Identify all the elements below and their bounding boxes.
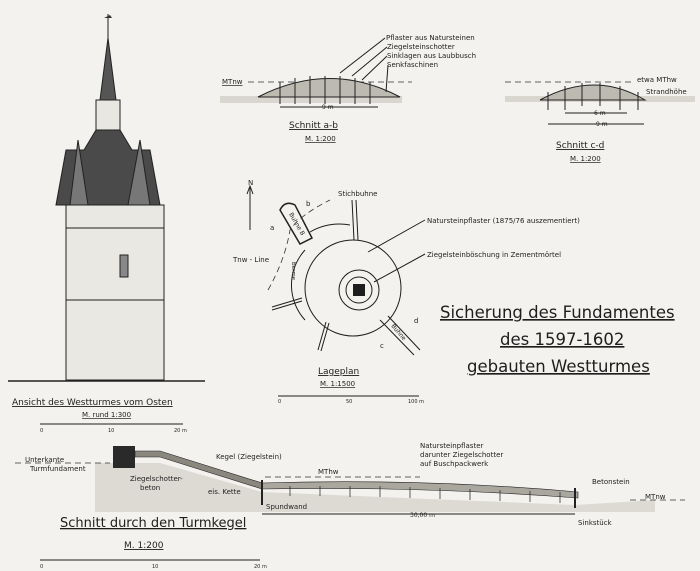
length-dimension: 30,00 m: [410, 512, 435, 519]
beton-label: beton: [140, 484, 160, 492]
groyne-cd: [379, 315, 421, 356]
tower-scale: M. rund 1:300: [82, 411, 131, 419]
turmfundament-label: Turmfundament: [29, 465, 86, 473]
soil-fill: [95, 463, 655, 512]
tower-caption: Ansicht des Westturmes vom Osten: [12, 398, 173, 408]
scale-tick: 10: [108, 428, 114, 434]
scale-tick: 0: [278, 399, 281, 405]
betonstein-label: Betonstein: [592, 478, 630, 486]
ziegelschotter-label: Ziegelschotter-: [130, 475, 183, 483]
foundation-circle: [304, 239, 402, 337]
beach-level-label: Strandhöhe: [646, 88, 687, 96]
width-dimension: 9 m: [322, 104, 334, 111]
pavement-label: Natursteinpflaster (1875/76 auszementier…: [427, 217, 580, 225]
title-block: Sicherung des Fundamentes des 1597-1602 …: [440, 303, 675, 376]
cone-section: Unterkante Turmfundament Ziegelschotter-…: [15, 442, 685, 570]
layer-label: Senkfaschinen: [387, 61, 438, 69]
mound: [539, 84, 647, 101]
cut-b-label: b: [306, 200, 311, 208]
stichbuhne-label: Stichbuhne: [338, 190, 377, 198]
sinkstueck-label: Sinkstück: [578, 519, 613, 527]
weathervane-icon: [104, 15, 112, 18]
scale-tick: 50: [346, 399, 352, 405]
layer-label: Sinklagen aus Laubbusch: [387, 52, 476, 60]
cone-section-scale: M. 1:200: [124, 541, 164, 551]
layer-label: Ziegelsteinschotter: [387, 43, 455, 51]
pavement-label-3: auf Buschpackwerk: [420, 460, 489, 468]
section-c-d: etwa MThw Strandhöhe 6 m 9 m Schnitt c-d…: [505, 76, 695, 163]
tower-foundation: [113, 446, 135, 468]
kegel-label: Kegel (Ziegelstein): [216, 453, 282, 461]
scale-tick: 20 m: [254, 564, 267, 570]
pavement-label-2: darunter Ziegelschotter: [420, 451, 503, 459]
scale-tick: 0: [40, 564, 43, 570]
berme-label: Berme: [290, 262, 296, 281]
cone-section-caption: Schnitt durch den Turmkegel: [60, 516, 246, 531]
cut-c-label: c: [380, 342, 384, 350]
inner-width-dimension: 6 m: [594, 110, 606, 117]
tower-window: [119, 254, 129, 278]
section-a-b: MTnw 9 m Pflaster aus Natursteinen Ziege…: [220, 34, 476, 143]
cut-a-label: a: [270, 224, 274, 232]
layer-label: Pflaster aus Natursteinen: [386, 34, 475, 42]
tnw-line-label: Tnw - Line: [232, 256, 269, 264]
tower-footprint: [353, 284, 365, 296]
cut-d-label: d: [414, 317, 418, 325]
unterkante-label: Unterkante: [25, 456, 64, 464]
scale-tick: 0: [40, 428, 43, 434]
tower-elevation: Ansicht des Westturmes vom Osten M. rund…: [8, 14, 205, 434]
scale-tick: 20 m: [174, 428, 187, 434]
spire: [99, 37, 117, 101]
section-ab-caption: Schnitt a-b: [289, 121, 338, 131]
site-plan-caption: Lageplan: [318, 367, 359, 377]
title-line-1: Sicherung des Fundamentes: [440, 303, 675, 322]
groyne-b-label: Buhne B: [287, 212, 306, 237]
scale-tick: 10: [152, 564, 158, 570]
stichbuhne: [351, 199, 359, 241]
brick-slope-ring: [338, 269, 380, 311]
mound: [257, 78, 401, 98]
scale-tick: 100 m: [408, 399, 424, 405]
spire-base: [95, 99, 121, 131]
ground-hatch: [220, 96, 402, 103]
mthw-label: MThw: [318, 468, 339, 476]
water-level-label: MTnw: [222, 78, 243, 86]
section-cd-caption: Schnitt c-d: [556, 141, 604, 151]
section-cd-scale: M. 1:200: [570, 155, 601, 163]
title-line-3: gebauten Westturmes: [467, 357, 650, 376]
chain-label: eis. Kette: [208, 488, 241, 496]
north-label: N: [248, 179, 253, 187]
tower-body: [65, 204, 165, 381]
water-level-label: etwa MThw: [637, 76, 677, 84]
brick-slope-label: Ziegelsteinböschung in Zementmörtel: [427, 251, 561, 259]
pavement-label-1: Natursteinpflaster: [420, 442, 484, 450]
spundwand-label: Spundwand: [266, 503, 307, 511]
site-plan: N Stichbuhne Buhne B Buhne Berme Tnw - L…: [232, 179, 580, 405]
mtnw-label: MTnw: [645, 493, 666, 501]
groyne-b: [279, 202, 314, 245]
section-ab-scale: M. 1:200: [305, 135, 336, 143]
site-plan-scale: M. 1:1500: [320, 380, 355, 388]
outer-width-dimension: 9 m: [596, 121, 608, 128]
title-line-2: des 1597-1602: [500, 330, 624, 349]
